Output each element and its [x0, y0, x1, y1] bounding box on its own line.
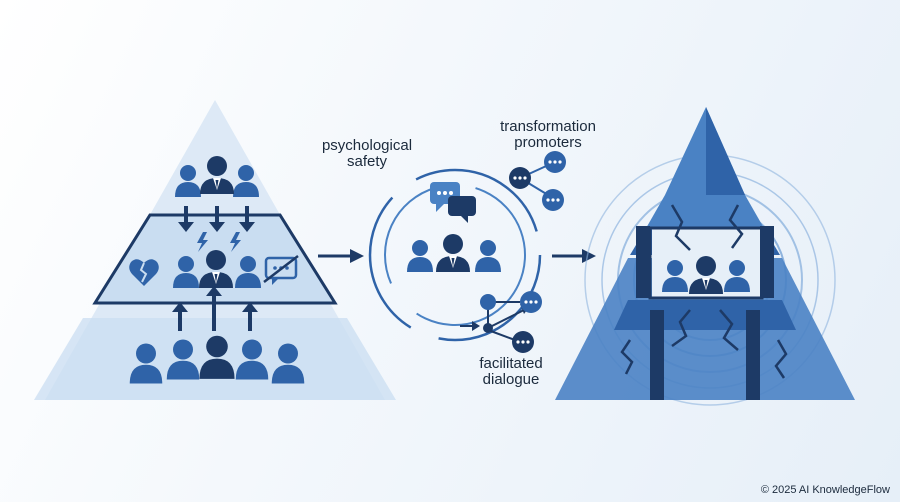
crack-lines: [620, 204, 788, 379]
process-arrow-1: [318, 249, 364, 263]
copyright-notice: © 2025 AI KnowledgeFlow: [760, 484, 890, 496]
dialogue-network: [460, 291, 542, 353]
broken-heart-icon: [129, 259, 159, 286]
hierarchy-pyramid: [34, 100, 396, 400]
promoters-network: [509, 151, 566, 211]
muted-chat-icon: [263, 255, 299, 285]
label-facilitated-dialogue: facilitated dialogue: [479, 355, 543, 388]
safety-circle: [368, 168, 542, 342]
team-leader-icon: [436, 234, 470, 272]
transformed-pyramid: [555, 107, 855, 406]
conflict-bolt-icon: [197, 232, 241, 252]
down-arrow-icon: [178, 206, 255, 232]
label-psychological-safety: psychological safety: [321, 137, 413, 170]
team-member-icon: [407, 240, 433, 272]
label-transformation-promoters: transformation promoters: [500, 118, 596, 151]
pillar-right: [760, 226, 774, 298]
team-member-icon: [475, 240, 501, 272]
chat-bubbles-icon: [430, 182, 476, 223]
pillar-left: [636, 226, 650, 298]
process-arrow-2: [552, 249, 596, 263]
up-arrow-icon: [172, 286, 258, 331]
